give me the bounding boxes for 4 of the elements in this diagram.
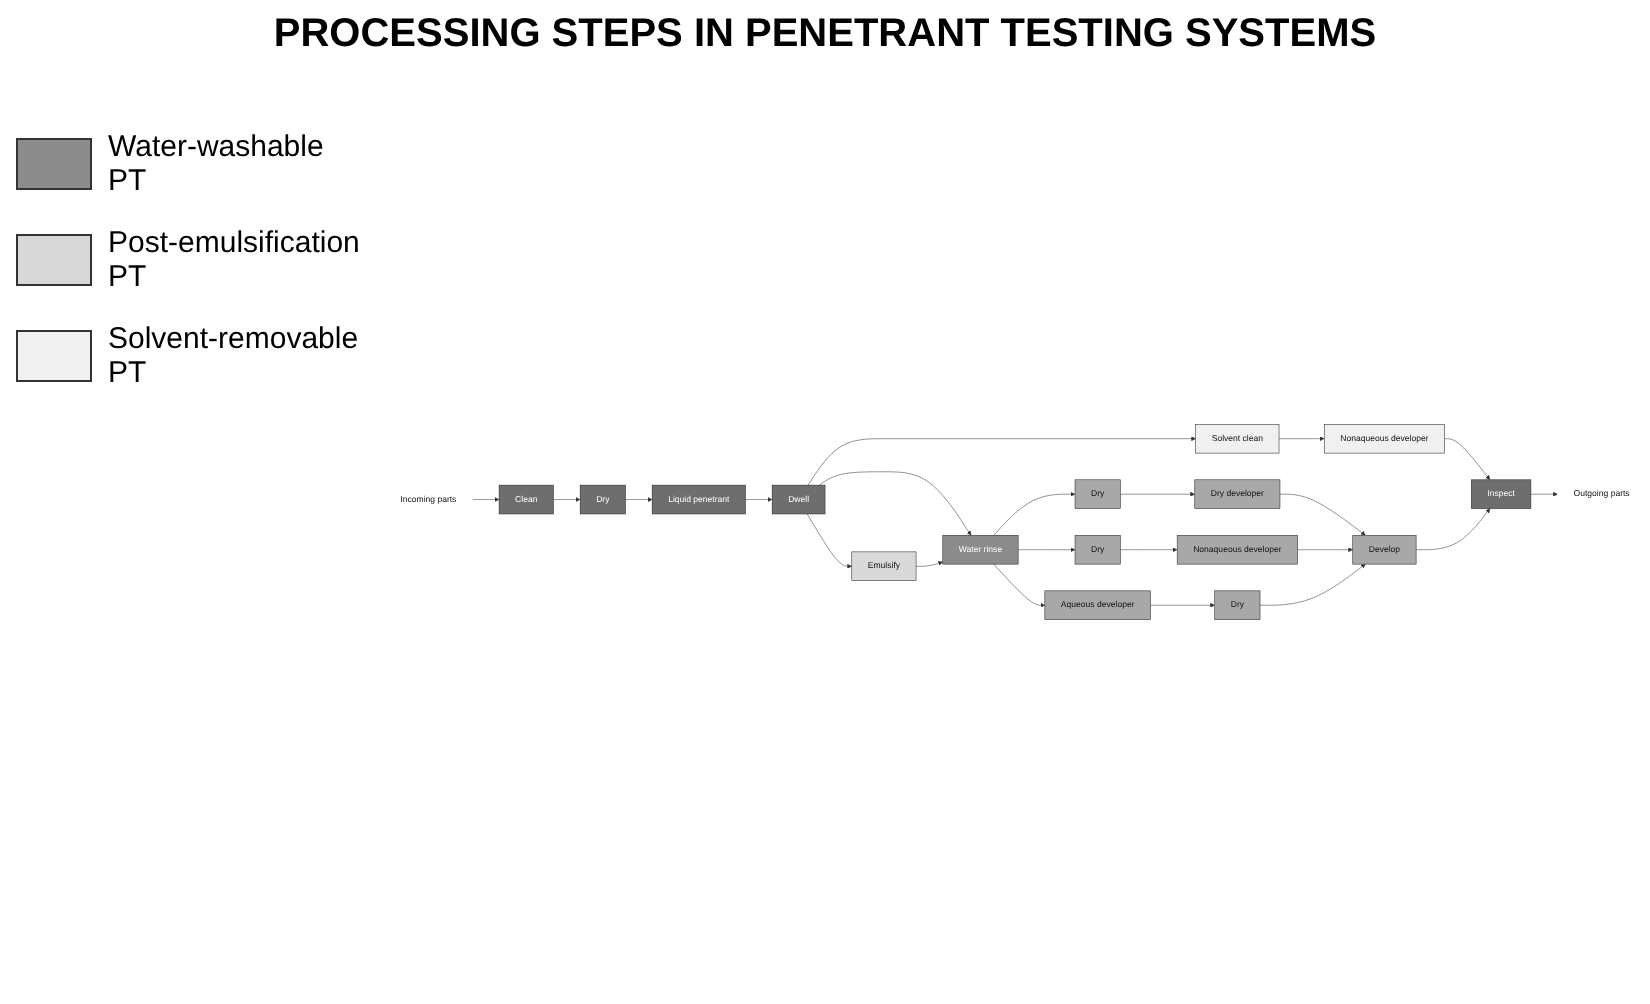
- legend-label: Solvent-removable PT: [108, 322, 361, 390]
- legend-label: Water-washable PT: [108, 130, 326, 198]
- diagram-title: PROCESSING STEPS IN PENETRANT TESTING SYSTEMS: [271, 12, 1379, 58]
- legend-label: Post-emulsification PT: [108, 226, 362, 294]
